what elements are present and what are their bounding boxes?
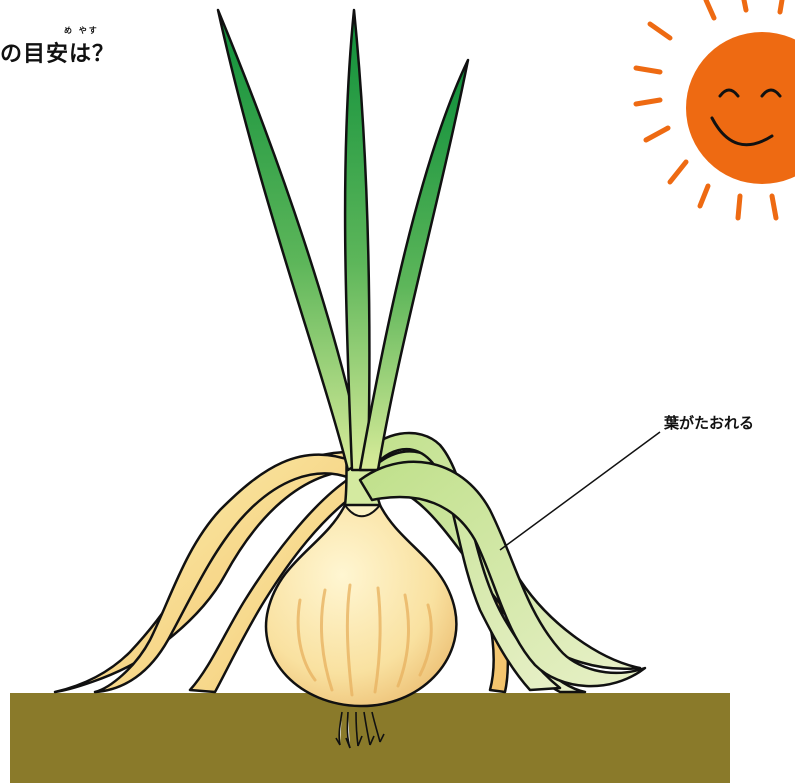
onion-roots xyxy=(335,711,385,749)
title-furigana: め やす xyxy=(64,26,99,35)
front-fallen-leaf xyxy=(358,460,647,688)
upright-leaves xyxy=(216,8,470,472)
soil-ground xyxy=(10,693,730,783)
callout-label: 葉がたおれる xyxy=(664,414,755,432)
callout-line xyxy=(499,431,661,551)
onion-bulb xyxy=(264,503,458,708)
fallen-leaves-left xyxy=(53,450,362,694)
sun-icon xyxy=(633,0,795,221)
page-title: の目安は？ xyxy=(0,42,116,67)
